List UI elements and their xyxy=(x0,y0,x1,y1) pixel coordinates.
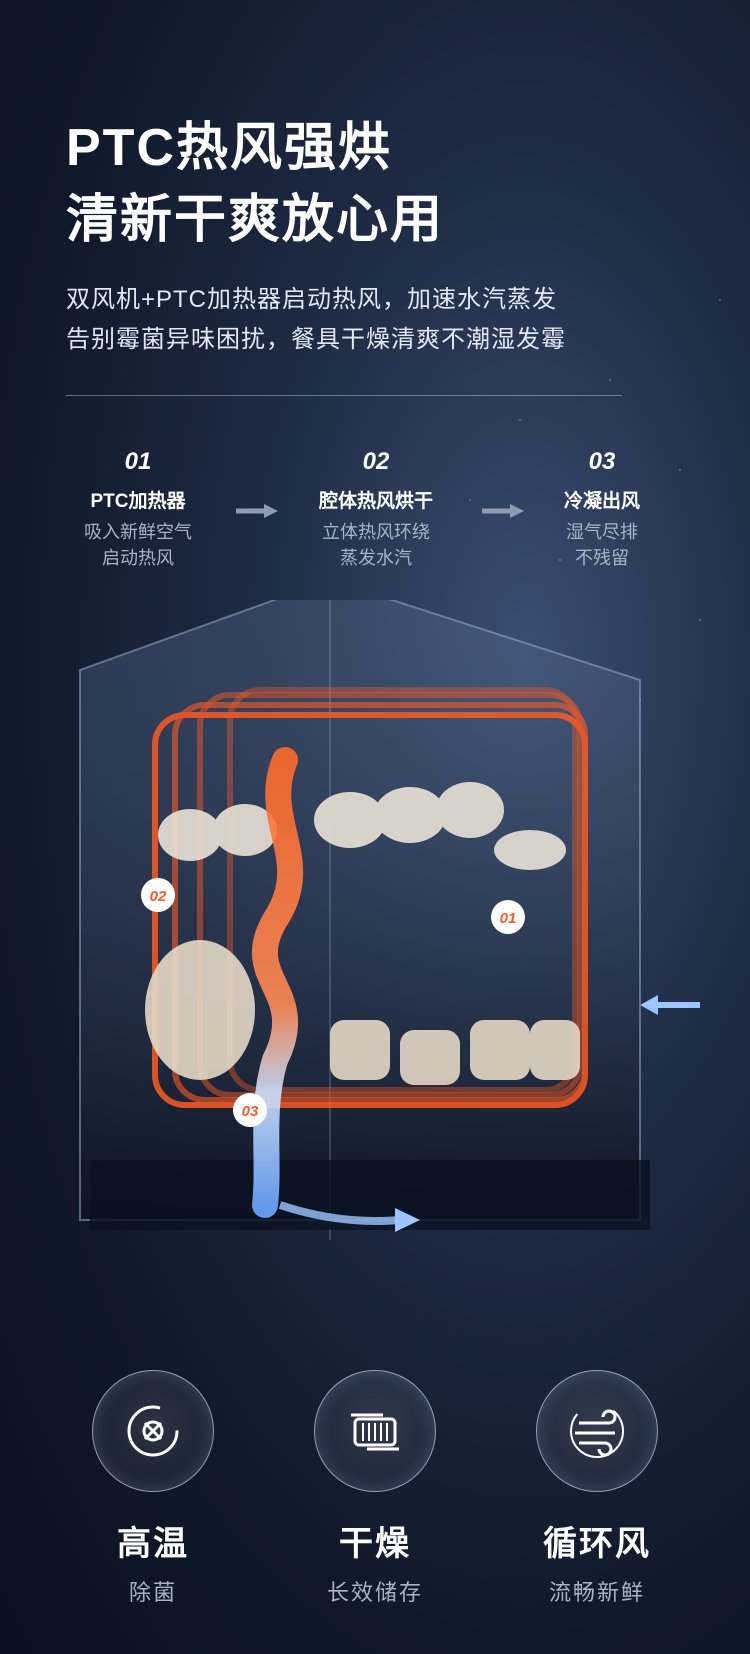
svg-text:03: 03 xyxy=(242,1103,259,1120)
step-1-name: PTC加热器 xyxy=(90,491,186,512)
subtitle: 双风机+PTC加热器启动热风，加速水汽蒸发 告别霉菌异味困扰，餐具干燥清爽不潮湿… xyxy=(66,280,566,360)
feature-2-desc: 长效储存 xyxy=(326,1580,423,1605)
arrow-right-icon xyxy=(482,504,524,518)
sterilize-icon xyxy=(92,1370,214,1492)
subtitle-line-1: 双风机+PTC加热器启动热风，加速水汽蒸发 xyxy=(66,286,558,313)
step-1-desc-1: 吸入新鲜空气 xyxy=(84,522,192,542)
step-1-desc-2: 启动热风 xyxy=(102,548,174,568)
circulating-air-icon xyxy=(536,1370,658,1492)
svg-text:02: 02 xyxy=(150,888,167,905)
feature-high-temp: 高温 除菌 xyxy=(68,1370,238,1607)
process-steps: 01 PTC加热器 吸入新鲜空气 启动热风 02 腔体热风烘干 立体热风环绕 蒸… xyxy=(0,448,750,578)
page-title: PTC热风强烘 清新干爽放心用 xyxy=(66,112,444,256)
dishwasher-illustration: 02 01 03 xyxy=(79,600,700,1240)
feature-2-name: 干燥 xyxy=(339,1525,411,1563)
marker-03: 03 xyxy=(233,1093,267,1127)
subtitle-line-2: 告别霉菌异味困扰，餐具干燥清爽不潮湿发霉 xyxy=(66,326,566,353)
air-inlet-arrow-icon xyxy=(640,995,700,1015)
upper-rack-cups xyxy=(158,782,566,870)
feature-1-name: 高温 xyxy=(117,1525,189,1563)
lower-rack-plates xyxy=(145,940,580,1085)
step-2: 02 腔体热风烘干 立体热风环绕 蒸发水汽 xyxy=(276,448,476,571)
marker-02: 02 xyxy=(141,878,175,912)
title-line-1: PTC热风强烘 xyxy=(66,119,393,177)
divider xyxy=(66,395,622,396)
title-line-2: 清新干爽放心用 xyxy=(66,191,445,249)
air-duct xyxy=(251,747,304,1218)
step-2-name: 腔体热风烘干 xyxy=(318,491,433,512)
feature-circulation: 循环风 流畅新鲜 xyxy=(512,1370,682,1607)
step-1: 01 PTC加热器 吸入新鲜空气 启动热风 xyxy=(38,448,238,571)
step-3-name: 冷凝出风 xyxy=(563,491,640,512)
step-3-desc-2: 不残留 xyxy=(575,548,629,568)
feature-3-name: 循环风 xyxy=(543,1525,651,1563)
marker-01: 01 xyxy=(491,900,525,934)
feature-3-desc: 流畅新鲜 xyxy=(548,1580,645,1605)
air-outlet-arrow-icon xyxy=(278,1201,420,1232)
feature-dry: 干燥 长效储存 xyxy=(290,1370,460,1607)
dry-storage-icon xyxy=(314,1370,436,1492)
step-1-number: 01 xyxy=(124,448,152,475)
step-3-desc-1: 湿气尽排 xyxy=(566,522,638,542)
step-2-number: 02 xyxy=(362,448,390,475)
step-2-desc-2: 蒸发水汽 xyxy=(340,548,412,568)
step-2-desc-1: 立体热风环绕 xyxy=(322,522,430,542)
step-3: 03 冷凝出风 湿气尽排 不残留 xyxy=(502,448,702,571)
step-3-number: 03 xyxy=(588,448,616,475)
arrow-right-icon xyxy=(236,504,278,518)
hot-air-loops xyxy=(152,687,588,1108)
feature-1-desc: 除菌 xyxy=(128,1580,177,1605)
svg-text:01: 01 xyxy=(500,910,517,927)
